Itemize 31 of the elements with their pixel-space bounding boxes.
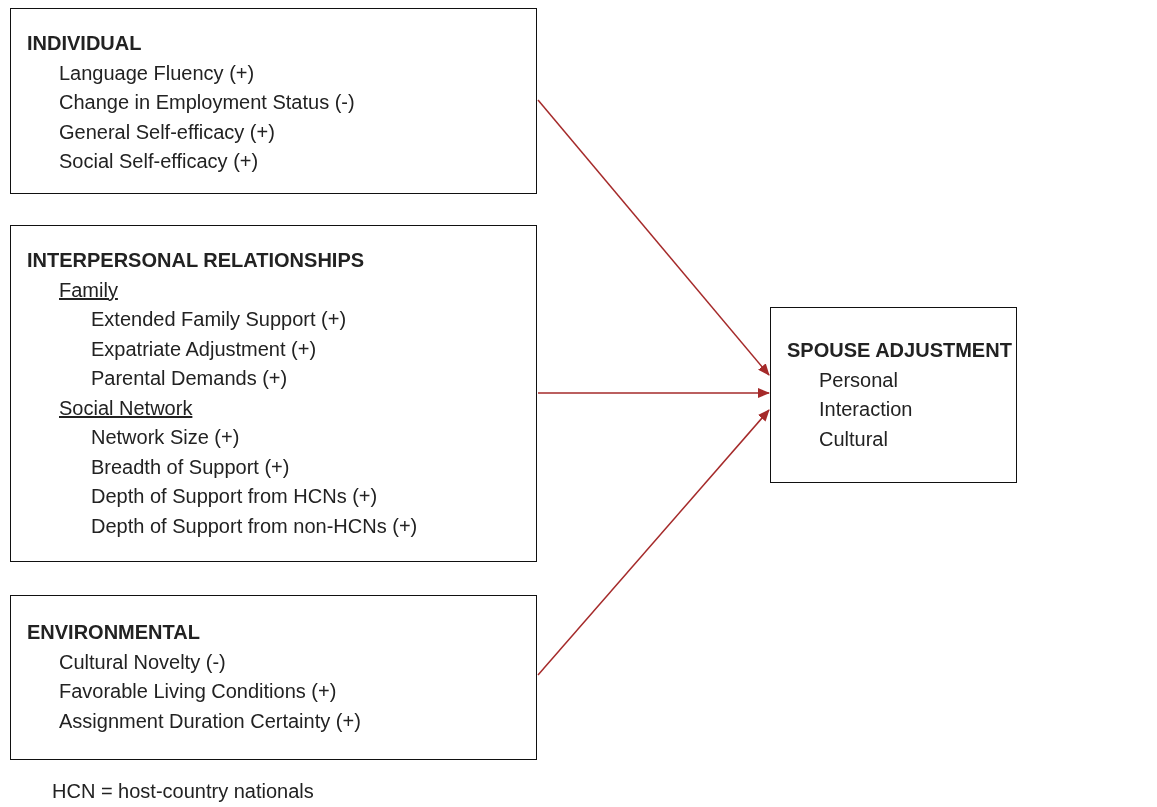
factor-item: Depth of Support from HCNs (+) [91, 484, 378, 509]
factor-item: Personal [819, 367, 898, 393]
subheading: Social Network [59, 395, 193, 421]
factor-item: Social Self-efficacy (+) [59, 149, 259, 174]
factor-item: Expatriate Adjustment (+) [91, 336, 317, 362]
arrow [537, 409, 770, 676]
factor-item: Change in Employment Status (-) [59, 90, 355, 115]
factor-item: Depth of Support from non-HCNs (+) [91, 513, 418, 539]
factor-item: Cultural Novelty (-) [59, 649, 226, 675]
factor-item: Extended Family Support (+) [91, 307, 347, 332]
box-heading: SPOUSE ADJUSTMENT [787, 338, 1012, 363]
factor-box [770, 307, 1017, 483]
factor-box [10, 8, 537, 194]
box-heading: INDIVIDUAL [27, 31, 142, 56]
factor-item: Assignment Duration Certainty (+) [59, 708, 361, 734]
factor-item: Breadth of Support (+) [91, 454, 290, 480]
factor-item: General Self-efficacy (+) [59, 119, 275, 145]
box-heading: ENVIRONMENTAL [27, 620, 200, 645]
arrow [537, 99, 770, 376]
factor-item: Interaction [819, 397, 913, 422]
factor-box [10, 225, 537, 562]
factor-item: Cultural [819, 426, 888, 452]
arrow [537, 388, 770, 398]
factor-item: Parental Demands (+) [91, 366, 288, 391]
subheading: Family [59, 277, 118, 303]
factor-box [10, 595, 537, 760]
factor-item: Language Fluency (+) [59, 60, 255, 86]
factor-item: Favorable Living Conditions (+) [59, 679, 337, 704]
footnote: HCN = host-country nationals [52, 780, 314, 803]
box-heading: INTERPERSONAL RELATIONSHIPS [27, 248, 365, 273]
factor-item: Network Size (+) [91, 425, 240, 450]
